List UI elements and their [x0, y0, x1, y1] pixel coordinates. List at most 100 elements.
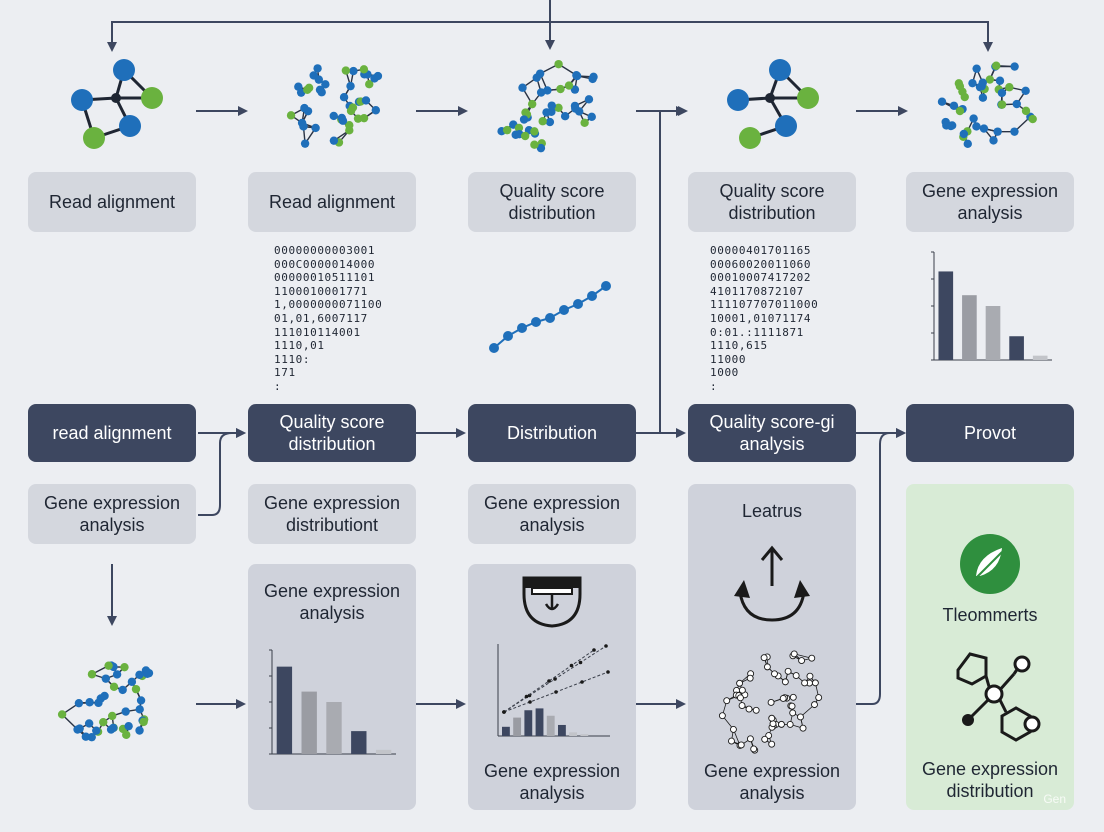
- atom-outline-node: [767, 699, 775, 706]
- panel-tleommerts: Tleommerts Gene expression distribution …: [906, 484, 1074, 810]
- atom-outline-node: [738, 686, 746, 694]
- atom-outline-node: [738, 702, 746, 710]
- atom-outline-node: [760, 654, 768, 662]
- atom-node: [949, 101, 959, 110]
- atom-node: [329, 111, 338, 121]
- bar: [580, 734, 589, 736]
- atom-node: [100, 691, 109, 701]
- atom-node: [955, 106, 965, 116]
- atom-outline-node: [789, 693, 797, 701]
- atom-node: [109, 723, 118, 733]
- scatter-point: [528, 700, 532, 704]
- atom-outline-node: [728, 737, 735, 745]
- sequence-line: 00010007417202: [710, 271, 812, 285]
- arrow-up-right: [856, 428, 906, 705]
- atom-node: [564, 81, 574, 90]
- scatter-trend-chart: [497, 644, 610, 737]
- atom-node: [139, 717, 148, 727]
- atom-outline-node: [781, 678, 789, 686]
- atom-node: [963, 139, 972, 149]
- atom-outline-node: [752, 706, 760, 714]
- label-gene-expression-analysis: Gene expression analysis: [468, 484, 636, 544]
- atom-node: [85, 698, 94, 707]
- scatter-point: [524, 694, 529, 699]
- atom-node: [1028, 114, 1037, 124]
- bar-chart: [931, 251, 1052, 361]
- atom-node: [979, 124, 989, 133]
- atom-node: [286, 111, 296, 120]
- atom-node: [530, 140, 539, 149]
- atom-node: [545, 117, 555, 127]
- atom-node: [338, 116, 348, 125]
- atom-node: [92, 726, 101, 735]
- atom-node: [321, 80, 330, 89]
- atom-node: [572, 71, 581, 80]
- atom-node: [518, 83, 527, 92]
- atom-node: [359, 65, 369, 74]
- bar: [546, 715, 555, 736]
- bar: [962, 295, 977, 360]
- atom-node: [978, 93, 988, 102]
- atom-outline-node: [799, 724, 807, 732]
- atom-node: [1010, 127, 1019, 136]
- panel-title: Gene expression analysis: [263, 581, 401, 623]
- trend-line: [503, 649, 595, 713]
- atom-node: [530, 127, 539, 136]
- scatter-point: [578, 660, 583, 665]
- atom-node: [993, 127, 1002, 136]
- atom-outline-node: [784, 667, 792, 675]
- atom-outline-node: [806, 672, 814, 680]
- atom-node: [547, 101, 556, 110]
- atom-node: [341, 66, 351, 75]
- atom-outline-node: [811, 679, 819, 687]
- atom-node: [353, 114, 363, 123]
- atom-node: [584, 95, 594, 104]
- atom-node: [120, 662, 129, 672]
- atom-node: [969, 114, 978, 123]
- step-quality-score-analysis: Quality score-gi analysis: [688, 404, 856, 462]
- sequence-line: 00000010511101: [274, 271, 376, 285]
- atom-node: [580, 118, 589, 128]
- step-provot: Provot: [906, 404, 1074, 462]
- atom-node: [536, 143, 546, 153]
- sequence-line: 00060020011060: [710, 257, 812, 271]
- atom-outline-node: [798, 657, 806, 665]
- atom-outline-node: [761, 735, 769, 743]
- atom-node: [571, 104, 580, 113]
- atom-node: [978, 78, 987, 87]
- atom-node: [560, 112, 570, 121]
- atom-node: [345, 121, 354, 130]
- atom-node: [556, 84, 565, 94]
- molecule-network-icon: [286, 64, 383, 148]
- atom-node: [502, 125, 512, 135]
- molecule-small-icon: [71, 59, 163, 149]
- atom-outline-node: [763, 663, 771, 671]
- atom-node: [346, 81, 355, 91]
- sequence-line: 1110,615: [710, 339, 768, 353]
- top-label-read-alignment: Read alignment: [28, 172, 196, 232]
- bar: [276, 666, 293, 754]
- top-label-read-alignment: Read alignment: [248, 172, 416, 232]
- helmet-icon: [522, 576, 582, 628]
- panel-scatter-analysis: Gene expression analysis: [468, 564, 636, 810]
- bar: [375, 749, 392, 754]
- atom-node: [554, 59, 563, 69]
- atom-node: [127, 677, 137, 687]
- atom-node: [989, 136, 998, 145]
- panel-leatrus: Leatrus Gene expression analysis: [688, 484, 856, 810]
- atom-outline-node: [736, 679, 744, 687]
- atom-node: [124, 721, 133, 731]
- chain-icon: [489, 281, 611, 353]
- atom-outline-node: [811, 701, 818, 709]
- sequence-line: 11000: [710, 352, 747, 366]
- scatter-point: [592, 648, 596, 652]
- top-label-quality-score: Quality score distribution: [468, 172, 636, 232]
- atom-node: [112, 670, 122, 679]
- scatter-point: [606, 670, 610, 674]
- atom-outline-node: [790, 650, 798, 658]
- atom-node: [329, 136, 339, 145]
- atom-outline-node: [788, 702, 796, 710]
- atom-node: [972, 122, 981, 131]
- bar: [524, 710, 533, 736]
